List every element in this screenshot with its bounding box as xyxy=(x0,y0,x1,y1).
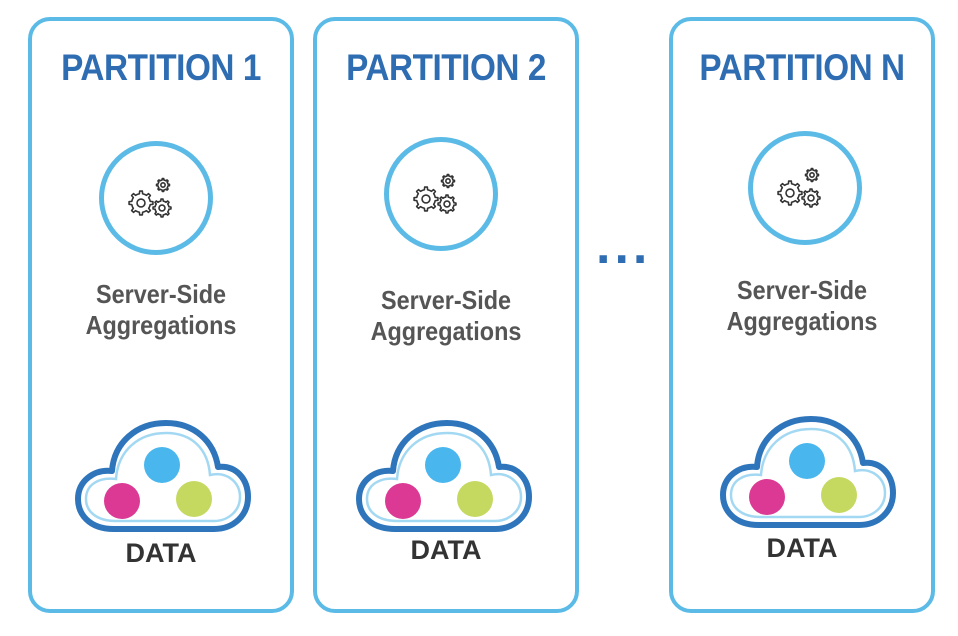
green-dot xyxy=(457,481,493,517)
partition-title: PARTITION 1 xyxy=(61,47,261,88)
ellipsis: ... xyxy=(596,217,652,275)
gear-hub xyxy=(136,198,146,208)
data-cloud-icon xyxy=(75,420,251,532)
aggregation-label: Server-Side Aggregations xyxy=(330,285,562,347)
aggregation-label: Server-Side Aggregations xyxy=(45,279,277,341)
gear-shape xyxy=(804,167,820,183)
cloud-inner-outline xyxy=(729,427,887,519)
gear-shape xyxy=(152,198,172,218)
partition-title: PARTITION N xyxy=(699,47,905,88)
aggregation-label-line-2: Aggregations xyxy=(726,306,878,336)
gears-icon xyxy=(777,167,821,208)
gear-shape xyxy=(440,173,456,189)
aggregation-circle xyxy=(99,141,213,255)
gear-shape xyxy=(437,194,457,214)
blue-dot xyxy=(425,447,461,483)
data-cloud-icon xyxy=(356,420,532,532)
gear-shape xyxy=(413,186,439,212)
data-label: DATA xyxy=(125,538,197,568)
data-cloud-icon xyxy=(720,416,896,528)
data-label: DATA xyxy=(766,533,838,563)
cloud-inner-outline xyxy=(84,431,242,523)
gears-icon xyxy=(128,177,172,218)
aggregation-label-line-2: Aggregations xyxy=(370,316,522,346)
gear-hub xyxy=(785,188,795,198)
gear-hub xyxy=(160,182,166,188)
partition-title: PARTITION 2 xyxy=(346,47,546,88)
gear-hub xyxy=(158,204,166,212)
magenta-dot xyxy=(385,483,421,519)
gear-hub xyxy=(445,178,451,184)
aggregation-circle xyxy=(748,131,862,245)
gear-hub xyxy=(809,172,815,178)
aggregation-label-line-1: Server-Side xyxy=(380,285,512,315)
blue-dot xyxy=(144,447,180,483)
gear-hub xyxy=(443,200,451,208)
partition-card-n: PARTITION N Server-Side Aggregations DAT… xyxy=(669,17,935,613)
green-dot xyxy=(176,481,212,517)
aggregation-label-line-1: Server-Side xyxy=(736,275,868,305)
gear-shape xyxy=(777,180,803,206)
data-label: DATA xyxy=(410,535,482,565)
gear-hub xyxy=(421,194,431,204)
magenta-dot xyxy=(749,479,785,515)
gear-hub xyxy=(807,194,815,202)
gear-shape xyxy=(128,190,154,216)
partition-card-2: PARTITION 2 Server-Side Aggregations DAT… xyxy=(313,17,579,613)
gear-shape xyxy=(801,188,821,208)
aggregation-label: Server-Side Aggregations xyxy=(686,275,918,337)
aggregation-label-line-2: Aggregations xyxy=(85,310,237,340)
gear-shape xyxy=(155,177,171,193)
partition-card-1: PARTITION 1 Server-Side Aggregations DAT… xyxy=(28,17,294,613)
gears-icon xyxy=(413,173,457,214)
green-dot xyxy=(821,477,857,513)
aggregation-circle xyxy=(384,137,498,251)
cloud-inner-outline xyxy=(365,431,523,523)
aggregation-label-line-1: Server-Side xyxy=(95,279,227,309)
magenta-dot xyxy=(104,483,140,519)
blue-dot xyxy=(789,443,825,479)
